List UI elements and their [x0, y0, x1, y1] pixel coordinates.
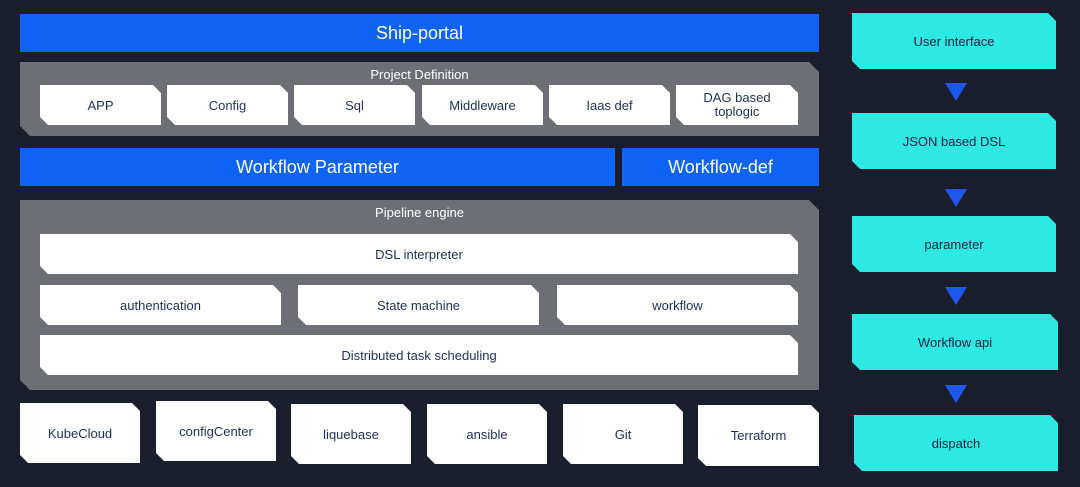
ship-portal-title: Ship-portal — [375, 22, 464, 43]
project-item-config: Config — [167, 85, 288, 125]
flow-arrow-2 — [945, 189, 967, 207]
project-item-iaas-def: Iaas def — [549, 85, 670, 125]
workflow-box: workflow — [557, 285, 798, 325]
flow-step-json-dsl: JSON based DSL — [852, 113, 1056, 169]
pipeline-engine-title: Pipeline engine — [375, 205, 464, 220]
flow-step-dispatch: dispatch — [854, 415, 1058, 471]
authentication-box: authentication — [40, 285, 281, 325]
project-definition-title: Project Definition — [370, 67, 469, 82]
flow-step-workflow-api: Workflow api — [852, 314, 1058, 370]
infra-kubecloud: KubeCloud — [20, 403, 140, 463]
workflow-def-label: Workflow-def — [668, 156, 773, 177]
workflow-parameter-label: Workflow Parameter — [236, 156, 399, 177]
project-item-app: APP — [40, 85, 161, 125]
infra-liquebase: liquebase — [291, 404, 411, 464]
flow-step-parameter: parameter — [852, 216, 1056, 272]
infra-terraform: Terraform — [698, 405, 819, 466]
project-item-middleware: Middleware — [422, 85, 543, 125]
flow-step-user-interface: User interface — [852, 13, 1056, 69]
infra-git: Git — [563, 404, 683, 464]
distributed-task-scheduling-box: Distributed task scheduling — [40, 335, 798, 375]
flow-arrow-3 — [945, 287, 967, 305]
infra-ansible: ansible — [427, 404, 547, 464]
state-machine-box: State machine — [298, 285, 539, 325]
workflow-parameter-bar: Workflow Parameter — [20, 148, 615, 186]
project-item-dag-toplogic: DAG based toplogic — [676, 85, 798, 125]
flow-arrow-4 — [945, 385, 967, 403]
project-item-sql: Sql — [294, 85, 415, 125]
flow-arrow-1 — [945, 83, 967, 101]
ship-portal-header: Ship-portal — [20, 14, 819, 52]
dsl-interpreter-box: DSL interpreter — [40, 234, 798, 274]
infra-configcenter: configCenter — [156, 401, 276, 461]
workflow-def-bar: Workflow-def — [622, 148, 819, 186]
